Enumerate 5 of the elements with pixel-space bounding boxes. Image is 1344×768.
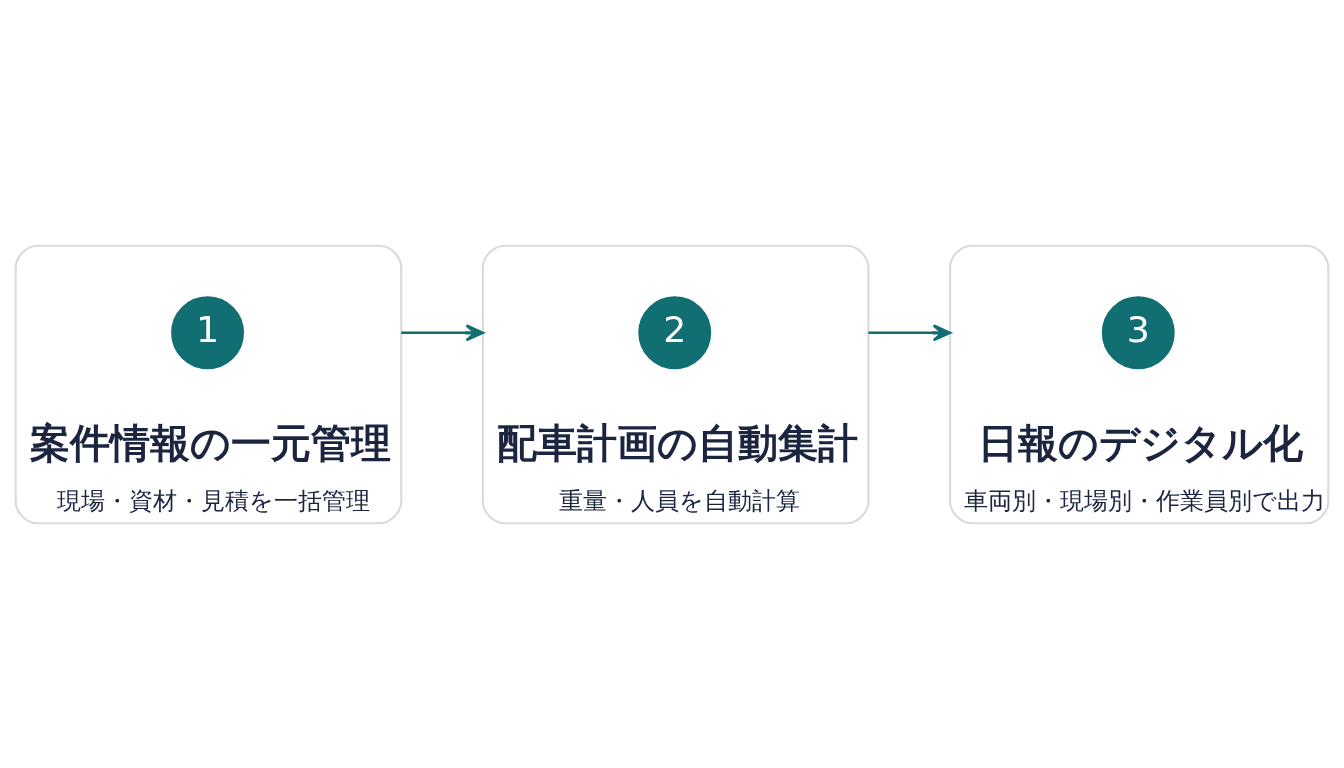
- arrow: [868, 323, 952, 341]
- node-circle: 3: [1101, 295, 1175, 369]
- node-circle: 1: [171, 295, 244, 369]
- node-circle: 2: [638, 295, 712, 369]
- arrow: [401, 323, 485, 341]
